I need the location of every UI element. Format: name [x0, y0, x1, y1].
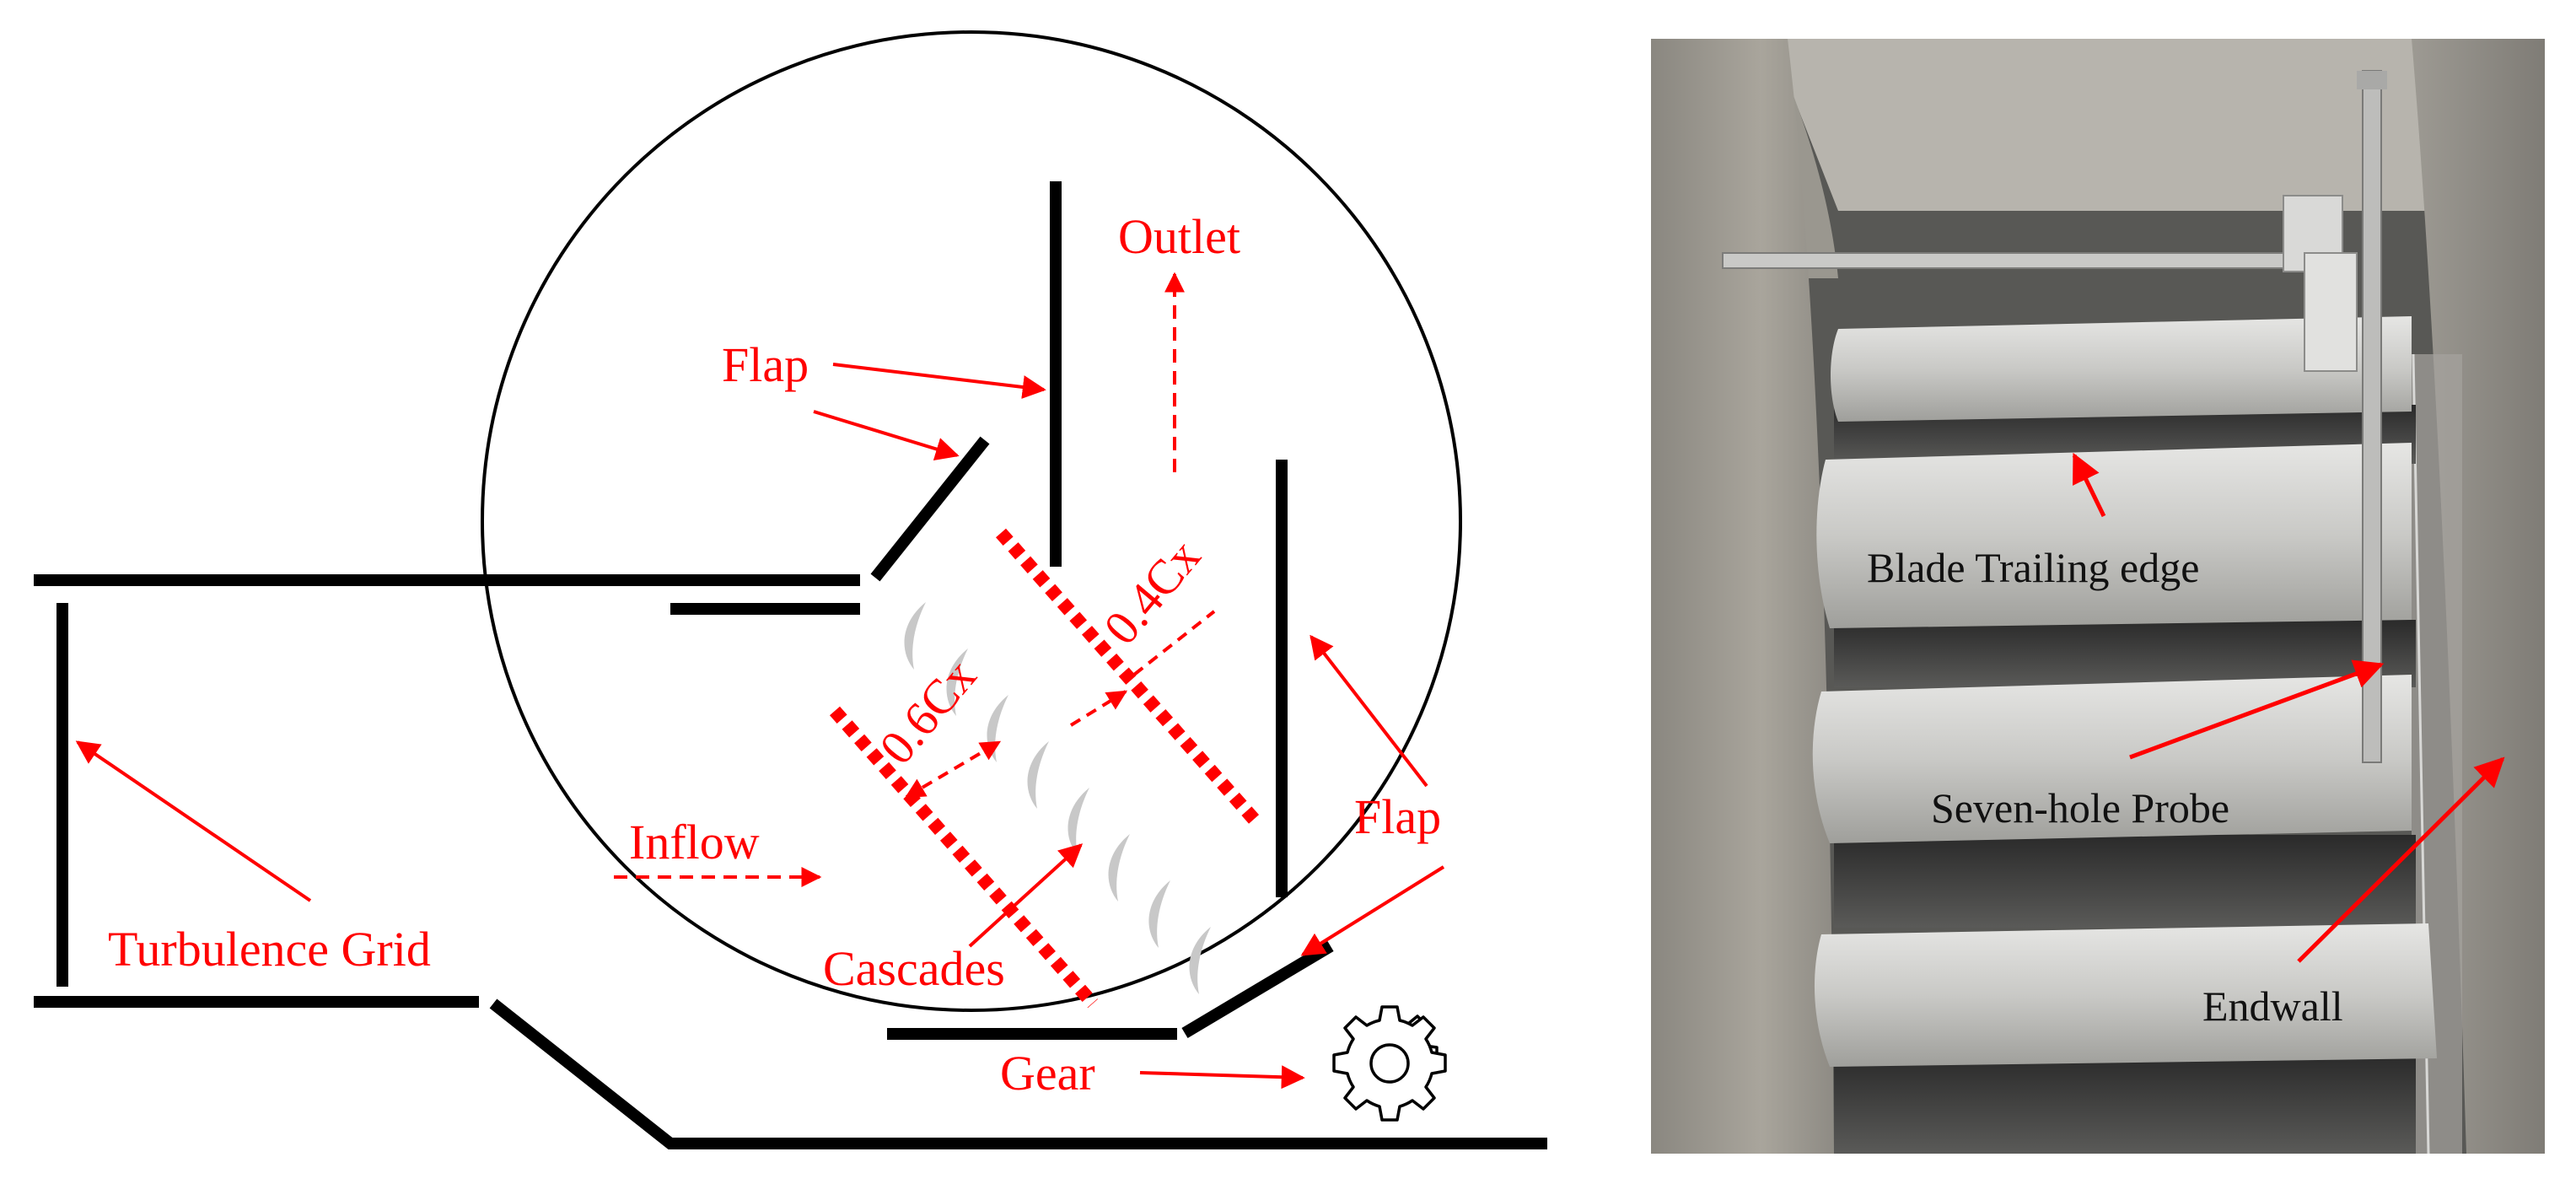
plane-dimension-arrows	[904, 610, 1216, 799]
probe-label: Seven-hole Probe	[1931, 784, 2229, 831]
trailing-edge-arrow	[2072, 452, 2106, 518]
turbulence-grid-leader	[75, 740, 312, 902]
endwall-arrow	[2297, 756, 2505, 963]
cascades-leader	[968, 843, 1084, 948]
right-side-wall	[2412, 39, 2545, 1154]
left-side-wall	[1651, 39, 1834, 1154]
test-section-photo: Blade Trailing edge Seven-hole Probe End…	[1651, 39, 2545, 1154]
gear-icon	[1332, 1005, 1447, 1122]
tunnel-walls	[34, 574, 1547, 1149]
cascades-label: Cascades	[823, 941, 1005, 996]
cascade-blade	[1027, 741, 1049, 809]
flap-leader-upper-inclined	[813, 410, 960, 461]
cascade-blade	[946, 649, 968, 716]
plane-0.4cx-label: 0.4Cx	[1093, 529, 1211, 654]
measurement-plane-0.4cx	[996, 528, 1263, 829]
outlet-label: Outlet	[1118, 209, 1240, 264]
photo-blade	[1831, 316, 2412, 422]
probe-arrow	[2129, 659, 2385, 760]
cascade-blades-photo	[1812, 316, 2437, 1067]
upper-wall-surface	[1771, 39, 2445, 211]
cascade-blade	[1108, 834, 1130, 901]
flap-leader-lower-inclined	[1300, 865, 1445, 956]
cascade-tunnel-diagram: Outlet Flap Flap Inflow Turbulence Grid …	[34, 30, 1547, 1149]
flap-leader-right-vertical	[1310, 634, 1428, 788]
cascade-blade	[1189, 927, 1211, 994]
plane-0.6cx-label: 0.6Cx	[869, 649, 987, 774]
photo-leader-arrows	[2072, 452, 2505, 963]
gear-label: Gear	[1000, 1046, 1095, 1101]
flap-leader-upper-vertical	[832, 363, 1046, 399]
flaps	[870, 181, 1334, 1039]
photo-blade	[1816, 443, 2412, 628]
leader-arrows	[75, 363, 1445, 1090]
cascade-blade	[987, 695, 1008, 762]
photo-blade	[1814, 923, 2437, 1067]
trailing-edge-label: Blade Trailing edge	[1867, 544, 2199, 591]
flap-upper-inclined	[870, 436, 990, 582]
measurement-plane-0.6cx	[829, 706, 1099, 1009]
cascade-blade	[1148, 880, 1170, 948]
photo-blade	[1812, 675, 2412, 843]
endwall-label: Endwall	[2202, 982, 2343, 1030]
flap-lower-inclined	[1181, 940, 1334, 1039]
gear-leader	[1139, 1065, 1305, 1090]
rotating-disc	[481, 30, 1462, 1012]
cascade-blade	[1068, 788, 1089, 855]
flap-label-right: Flap	[1354, 789, 1441, 844]
turbulence-grid-label: Turbulence Grid	[108, 922, 431, 977]
flap-label-upper: Flap	[722, 337, 809, 392]
seven-hole-probe	[1722, 70, 2387, 763]
inflow-label: Inflow	[629, 815, 760, 869]
cascade-blade	[904, 602, 926, 670]
